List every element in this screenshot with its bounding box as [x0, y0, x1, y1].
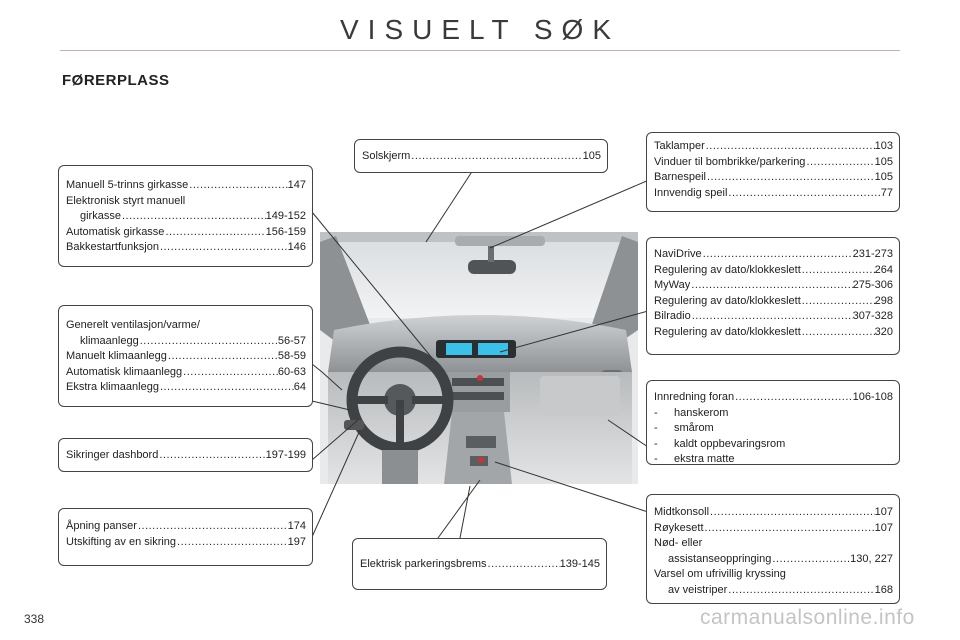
entry-roykesett[interactable]: Røykesett107 [654, 521, 893, 537]
entry-nod-assistanse[interactable]: assistanseoppringing130, 227 [654, 552, 893, 568]
entry-midtkonsoll[interactable]: Midtkonsoll107 [654, 505, 893, 521]
callout-taklamper: Taklamper103 Vinduer til bombrikke/parke… [646, 132, 900, 212]
title-divider [60, 50, 900, 51]
callout-sikringer: Sikringer dashbord197-199 [58, 438, 313, 472]
list-item: -hanskerom [654, 406, 729, 419]
callout-navidrive: NaviDrive231-273 Regulering av dato/klok… [646, 237, 900, 355]
entry-barnespeil[interactable]: Barnespeil105 [654, 170, 893, 186]
entry-regulering-3[interactable]: Regulering av dato/klokkeslett320 [654, 325, 893, 341]
list-item: -kaldt oppbevaringsrom [654, 437, 786, 450]
page-title: VISUELT SØK [339, 14, 621, 45]
entry-automatisk-girkasse[interactable]: Automatisk girkasse156-159 [66, 225, 306, 241]
entry-vinduer[interactable]: Vinduer til bombrikke/parkering105 [654, 155, 893, 171]
entry-manuelt-klimaanlegg[interactable]: Manuelt klimaanlegg58-59 [66, 349, 306, 365]
list-item: -smårom [654, 422, 714, 434]
list-item: -ekstra matte [654, 453, 735, 465]
callout-girkasse: Manuell 5-trinns girkasse147 Elektronisk… [58, 165, 313, 267]
entry-utskifting-sikring[interactable]: Utskifting av en sikring197 [66, 535, 306, 551]
entry-ekstra-klimaanlegg[interactable]: Ekstra klimaanlegg64 [66, 380, 306, 396]
section-title: FØRERPLASS [62, 72, 170, 89]
entry-elektronisk-label: Elektronisk styrt manuell [66, 194, 186, 207]
callout-apning: Åpning panser174 Utskifting av en sikrin… [58, 508, 313, 566]
entry-varsel-label: Varsel om ufrivillig kryssing [654, 568, 786, 580]
entry-bilradio[interactable]: Bilradio307-328 [654, 309, 893, 325]
entry-automatisk-klimaanlegg[interactable]: Automatisk klimaanlegg60-63 [66, 365, 306, 381]
entry-innvendig-speil[interactable]: Innvendig speil77 [654, 186, 893, 202]
entry-taklamper[interactable]: Taklamper103 [654, 139, 893, 155]
entry-solskjerm[interactable]: Solskjerm105 [362, 149, 601, 165]
entry-manuell-girkasse[interactable]: Manuell 5-trinns girkasse147 [66, 178, 306, 194]
leader-lines [311, 166, 650, 539]
callout-solskjerm: Solskjerm105 [354, 139, 608, 173]
entry-myway[interactable]: MyWay275-306 [654, 278, 893, 294]
entry-sikringer-dashbord[interactable]: Sikringer dashbord197-199 [66, 448, 306, 464]
entry-apning-panser[interactable]: Åpning panser174 [66, 519, 306, 535]
entry-regulering-1[interactable]: Regulering av dato/klokkeslett264 [654, 263, 893, 279]
entry-navidrive[interactable]: NaviDrive231-273 [654, 247, 893, 263]
page-number: 338 [24, 612, 45, 626]
entry-ventilasjon[interactable]: klimaanlegg56-57 [66, 334, 306, 350]
entry-elektronisk-girkasse[interactable]: girkasse149-152 [66, 209, 306, 225]
entry-regulering-2[interactable]: Regulering av dato/klokkeslett298 [654, 294, 893, 310]
watermark: carmanualsonline.info [700, 606, 915, 629]
cockpit-image [320, 232, 638, 484]
entry-ventilasjon-label: Generelt ventilasjon/varme/ [66, 319, 200, 331]
entry-innredning-foran[interactable]: Innredning foran106-108 [654, 390, 893, 406]
entry-nod-label: Nød- eller [654, 537, 703, 549]
callout-innredning: Innredning foran106-108 -hanskerom -smår… [646, 380, 900, 465]
entry-parkeringsbrems[interactable]: Elektrisk parkeringsbrems139-145 [360, 557, 600, 573]
callout-midtkonsoll: Midtkonsoll107 Røykesett107 Nød- eller a… [646, 494, 900, 604]
entry-bakkestart[interactable]: Bakkestartfunksjon146 [66, 240, 306, 256]
callout-parkeringsbrems: Elektrisk parkeringsbrems139-145 [352, 538, 607, 590]
entry-varsel-veistriper[interactable]: av veistriper168 [654, 583, 893, 599]
callout-ventilasjon: Generelt ventilasjon/varme/ klimaanlegg5… [58, 305, 313, 407]
